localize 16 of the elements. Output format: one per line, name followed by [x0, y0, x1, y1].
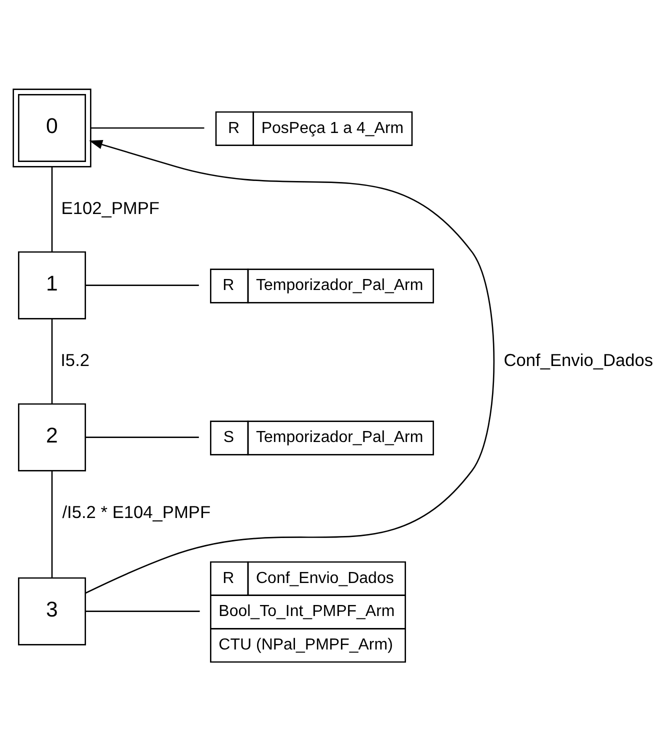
connector: [51, 470, 53, 578]
connector: [51, 318, 53, 404]
node-box: 3: [18, 577, 86, 646]
node-box: 0: [12, 88, 92, 168]
connector: [86, 284, 199, 286]
connector: [86, 436, 199, 438]
edge-label: Conf_Envio_Dados: [504, 350, 654, 370]
edge-label: /I5.2 * E104_PMPF: [62, 502, 211, 522]
edge-label: I5.2: [60, 350, 90, 370]
node-box: 1: [18, 251, 86, 320]
arrow: [85, 140, 494, 594]
connector: [90, 127, 204, 129]
connector: [86, 610, 200, 612]
node-box: 2: [18, 403, 86, 472]
edge-label: E102_PMPF: [61, 198, 160, 218]
connector: [51, 166, 53, 252]
